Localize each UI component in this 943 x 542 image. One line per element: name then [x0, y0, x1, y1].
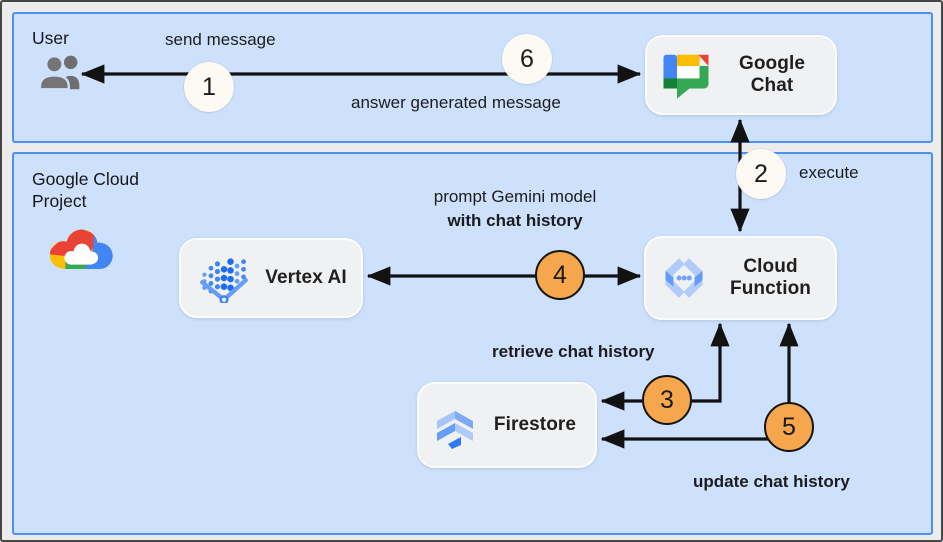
node-google-chat-label: Google Chat — [738, 52, 806, 96]
step-badge-4: 4 — [535, 250, 585, 300]
label-prompt-gemini: prompt Gemini model — [433, 187, 597, 206]
user-zone-label: User — [32, 28, 69, 48]
label-execute: execute — [799, 163, 859, 182]
label-send-message: send message — [165, 30, 276, 49]
label-with-chat-history: with chat history — [447, 211, 583, 230]
node-google-chat: Google Chat — [645, 35, 837, 115]
node-cloud-function: Cloud Function — [644, 236, 837, 320]
gcp-zone-label: Google Cloud Project — [32, 169, 140, 211]
group-icon — [38, 54, 80, 91]
firestore-icon — [437, 411, 473, 449]
step-badge-6: 6 — [502, 34, 552, 84]
step-badge-5: 5 — [764, 402, 814, 452]
node-vertex-ai-label: Vertex AI — [265, 266, 347, 288]
cloud-function-icon — [665, 258, 703, 298]
label-retrieve-chat-history: retrieve chat history — [492, 342, 655, 361]
node-firestore: Firestore — [417, 382, 597, 468]
step-badge-2: 2 — [736, 149, 786, 199]
vertex-ai-icon — [200, 258, 248, 303]
node-vertex-ai: Vertex AI — [179, 238, 363, 318]
node-cloud-function-label: Cloud Function — [729, 255, 811, 299]
google-cloud-logo — [49, 229, 113, 270]
step-badge-1: 1 — [184, 62, 234, 112]
label-update-chat-history: update chat history — [693, 472, 850, 491]
google-chat-icon — [663, 54, 709, 99]
step-badge-3: 3 — [642, 375, 692, 425]
node-firestore-label: Firestore — [493, 413, 577, 435]
label-answer-message: answer generated message — [351, 93, 561, 112]
